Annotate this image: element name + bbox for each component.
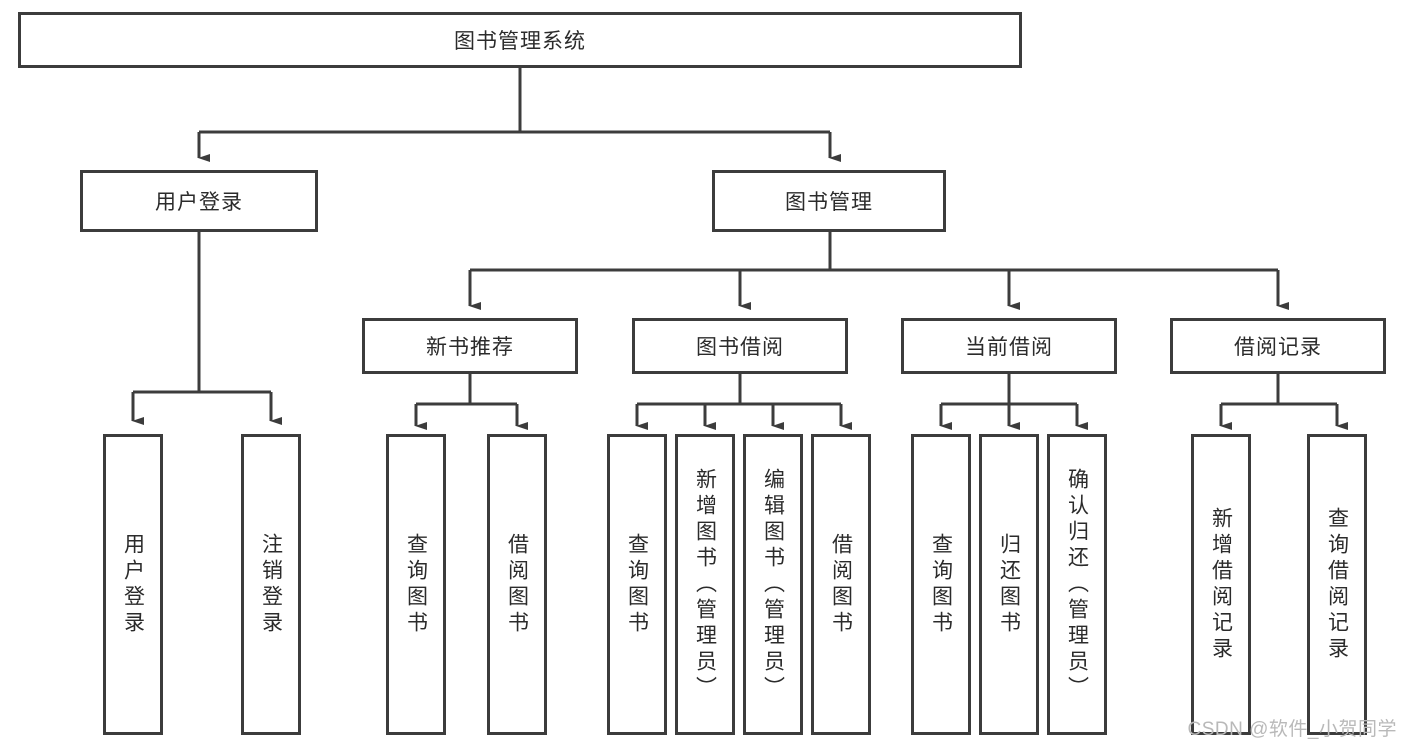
node-label: 归还图书 [997, 532, 1021, 637]
node-label: 编辑图书（管理员） [761, 467, 785, 702]
node-label: 查询图书 [929, 532, 953, 637]
leaf-borrow-book-recommend[interactable]: 借阅图书 [487, 434, 547, 735]
leaf-add-borrow-record[interactable]: 新增借阅记录 [1191, 434, 1251, 735]
leaf-query-borrow-record[interactable]: 查询借阅记录 [1307, 434, 1367, 735]
watermark-text: CSDN @软件_小贺同学 [1187, 719, 1397, 740]
node-book-management[interactable]: 图书管理 [712, 170, 946, 232]
leaf-borrow-book[interactable]: 借阅图书 [811, 434, 871, 735]
node-label: 查询图书 [625, 532, 649, 637]
node-label: 图书管理系统 [454, 30, 586, 53]
node-label: 新书推荐 [426, 336, 514, 359]
node-label: 用户登录 [155, 191, 243, 214]
node-label: 确认归还（管理员） [1065, 467, 1089, 702]
node-label: 新增借阅记录 [1209, 506, 1233, 663]
node-label: 借阅图书 [505, 532, 529, 637]
node-label: 查询图书 [404, 532, 428, 637]
node-borrow-record[interactable]: 借阅记录 [1170, 318, 1386, 374]
leaf-query-book-current[interactable]: 查询图书 [911, 434, 971, 735]
node-new-book-recommend[interactable]: 新书推荐 [362, 318, 578, 374]
node-book-borrow[interactable]: 图书借阅 [632, 318, 848, 374]
leaf-confirm-return-admin[interactable]: 确认归还（管理员） [1047, 434, 1107, 735]
node-label: 借阅图书 [829, 532, 853, 637]
node-label: 用户登录 [121, 532, 145, 637]
leaf-query-book-borrow[interactable]: 查询图书 [607, 434, 667, 735]
node-label: 图书借阅 [696, 336, 784, 359]
node-label: 新增图书（管理员） [693, 467, 717, 702]
leaf-user-logout[interactable]: 注销登录 [241, 434, 301, 735]
leaf-query-book-recommend[interactable]: 查询图书 [386, 434, 446, 735]
leaf-user-login[interactable]: 用户登录 [103, 434, 163, 735]
node-user-login[interactable]: 用户登录 [80, 170, 318, 232]
node-current-borrow[interactable]: 当前借阅 [901, 318, 1117, 374]
leaf-add-book-admin[interactable]: 新增图书（管理员） [675, 434, 735, 735]
node-root-book-management-system[interactable]: 图书管理系统 [18, 12, 1022, 68]
node-label: 注销登录 [259, 532, 283, 637]
leaf-return-book[interactable]: 归还图书 [979, 434, 1039, 735]
node-label: 图书管理 [785, 191, 873, 214]
node-label: 当前借阅 [965, 336, 1053, 359]
node-label: 借阅记录 [1234, 336, 1322, 359]
node-label: 查询借阅记录 [1325, 506, 1349, 663]
leaf-edit-book-admin[interactable]: 编辑图书（管理员） [743, 434, 803, 735]
